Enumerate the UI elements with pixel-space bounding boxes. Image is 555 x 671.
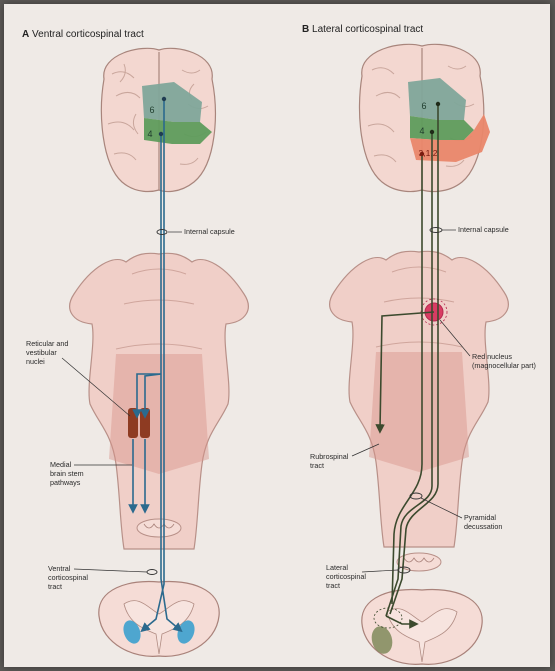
svg-text:Reticular and: Reticular and (26, 339, 68, 348)
svg-text:Pyramidal: Pyramidal (464, 513, 496, 522)
panel-a: A Ventral corticospinal tract 6 4 (22, 29, 248, 656)
svg-text:brain stem: brain stem (50, 469, 84, 478)
svg-text:corticospinal: corticospinal (48, 573, 88, 582)
area-label-6-b: 6 (421, 101, 426, 111)
label-internal-capsule-b: Internal capsule (458, 225, 509, 234)
svg-text:Ventral: Ventral (48, 564, 71, 573)
svg-text:Red nucleus: Red nucleus (472, 352, 512, 361)
spinal-cord-section-b (362, 589, 482, 664)
svg-text:tract: tract (310, 461, 324, 470)
svg-text:tract: tract (326, 581, 340, 590)
brainstem-a (70, 253, 249, 549)
svg-text:Lateral: Lateral (326, 563, 348, 572)
label-internal-capsule-a: Internal capsule (184, 227, 235, 236)
svg-text:decussation: decussation (464, 522, 502, 531)
svg-text:Rubrospinal: Rubrospinal (310, 452, 349, 461)
svg-text:tract: tract (48, 582, 62, 591)
panel-b-title: B Lateral corticospinal tract (302, 24, 423, 35)
brain-top-view-b: 6 4 3,1,2 (359, 44, 490, 191)
svg-text:Medial: Medial (50, 460, 72, 469)
svg-text:vestibular: vestibular (26, 348, 57, 357)
svg-text:(magnocellular part): (magnocellular part) (472, 361, 536, 370)
svg-text:corticospinal: corticospinal (326, 572, 366, 581)
label-lateral-corticospinal-tract: Lateral corticospinal tract (326, 563, 398, 590)
brain-top-view-a: 6 4 (101, 48, 215, 191)
panel-b: B Lateral corticospinal tract 6 4 3,1,2 (302, 24, 536, 664)
label-rubrospinal-tract: Rubrospinal tract (310, 444, 379, 470)
svg-text:nuclei: nuclei (26, 357, 45, 366)
corticospinal-figure: A Ventral corticospinal tract 6 4 (4, 4, 550, 667)
area-label-4-b: 4 (419, 126, 424, 136)
panel-a-title: A Ventral corticospinal tract (22, 29, 144, 40)
area-label-6-a: 6 (149, 105, 154, 115)
figure-page: A Ventral corticospinal tract 6 4 (4, 4, 550, 667)
svg-text:pathways: pathways (50, 478, 81, 487)
spinal-cord-section-a (99, 581, 219, 656)
area-label-4-a: 4 (147, 129, 152, 139)
